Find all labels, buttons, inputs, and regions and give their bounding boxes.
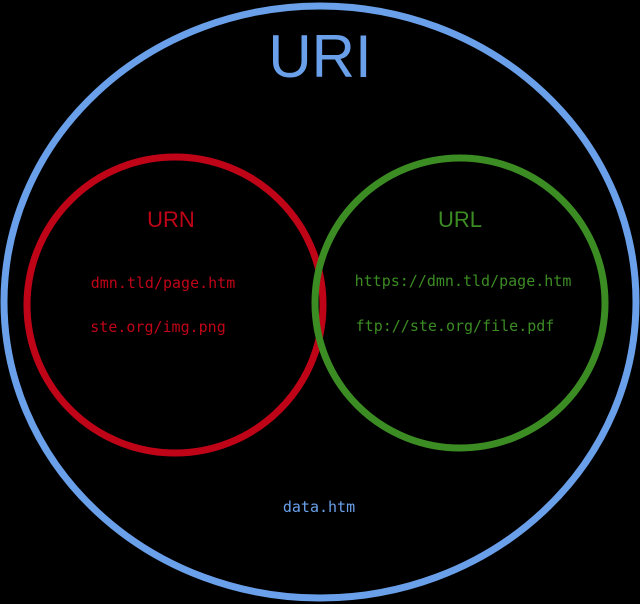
urn-label: URN bbox=[147, 207, 195, 232]
uri-only-example: data.htm bbox=[283, 498, 355, 516]
urn-example-1: dmn.tld/page.htm bbox=[91, 274, 236, 292]
url-circle bbox=[311, 154, 609, 452]
urn-circle bbox=[23, 153, 327, 457]
url-example-2: ftp://ste.org/file.pdf bbox=[356, 317, 555, 335]
url-label: URL bbox=[438, 207, 482, 232]
uri-title: URI bbox=[268, 23, 371, 90]
url-example-1: https://dmn.tld/page.htm bbox=[355, 272, 572, 290]
urn-example-2: ste.org/img.png bbox=[90, 318, 225, 336]
